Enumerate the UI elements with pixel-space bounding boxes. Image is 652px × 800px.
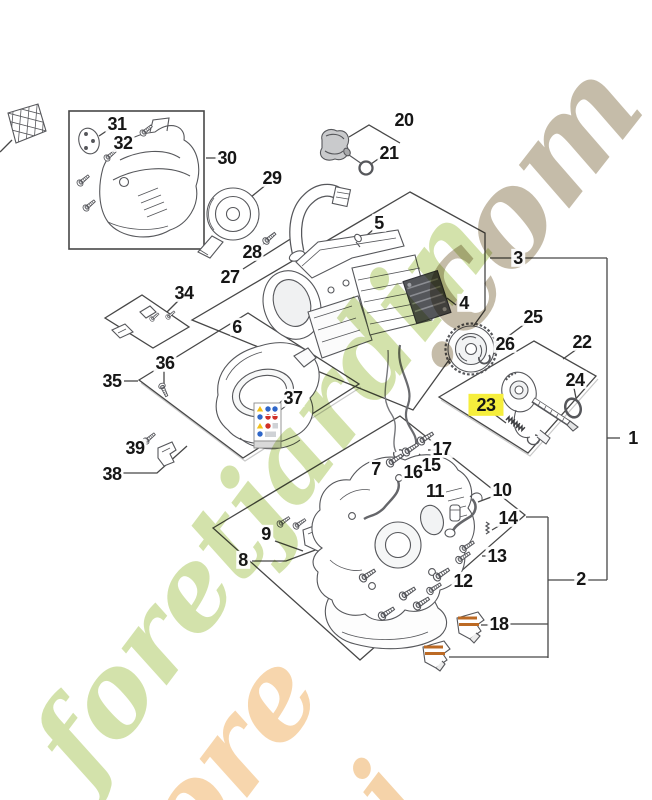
part-shroud-30 [78, 117, 200, 238]
part-carb-20 [319, 129, 374, 176]
part-callout-8: 8 [236, 549, 250, 570]
part-callout-7: 7 [369, 458, 383, 479]
leader-24 [573, 387, 577, 399]
leader-8 [252, 548, 319, 562]
part-callout-35: 35 [100, 370, 124, 391]
part-buffer-18-lower [422, 640, 451, 672]
part-illustrations [7, 103, 583, 672]
group-box-cover [137, 312, 361, 459]
part-clip-5 [354, 233, 362, 248]
part-callout-37: 37 [281, 387, 305, 408]
part-callout-36: 36 [153, 352, 177, 373]
part-callout-29: 29 [260, 167, 284, 188]
box-shadows [140, 378, 599, 462]
part-callout-30: 30 [215, 147, 239, 168]
leader-20 [348, 124, 401, 144]
inset-box-shroud [68, 110, 205, 250]
part-callout-23: 23 [468, 393, 504, 417]
part-callout-6: 6 [230, 316, 244, 337]
part-callout-25: 25 [521, 306, 545, 327]
part-levers-34 [111, 305, 157, 339]
part-lever-38 [157, 441, 177, 467]
part-callout-38: 38 [100, 463, 124, 484]
group-box-engine [190, 191, 486, 411]
part-callout-2: 2 [574, 568, 588, 589]
part-oring-21 [358, 160, 374, 176]
part-callout-9: 9 [259, 523, 273, 544]
part-callout-24: 24 [563, 369, 587, 390]
part-callout-12: 12 [451, 570, 475, 591]
leader-mesh [0, 139, 13, 153]
part-elbow-tube [288, 183, 352, 262]
part-callout-26: 26 [493, 333, 517, 354]
part-callout-4: 4 [457, 292, 471, 313]
part-callout-39: 39 [123, 437, 147, 458]
part-spring-14 [484, 521, 491, 535]
part-callout-22: 22 [570, 331, 594, 352]
part-decal-37 [253, 402, 282, 449]
part-callout-3: 3 [511, 247, 525, 268]
part-flywheel-25 [444, 322, 498, 376]
group-box-crankcase [211, 415, 527, 661]
part-callout-21: 21 [377, 142, 401, 163]
part-callout-20: 20 [392, 109, 416, 130]
part-callout-34: 34 [172, 282, 196, 303]
part-callout-17: 17 [430, 438, 454, 459]
part-springs-23 [505, 415, 526, 433]
part-filter-11 [449, 504, 461, 522]
part-oil-pump-22 [501, 371, 579, 446]
part-hose-10 [444, 492, 483, 538]
leader-4 [446, 297, 457, 306]
part-callout-28: 28 [240, 241, 264, 262]
part-callout-14: 14 [496, 507, 520, 528]
leader-38 [123, 445, 188, 474]
part-oring-24 [563, 397, 583, 419]
part-callout-27: 27 [218, 266, 242, 287]
part-mesh-screen [7, 103, 47, 144]
part-callout-1: 1 [626, 427, 640, 448]
part-fan-housing-29 [197, 187, 260, 259]
part-callout-15: 15 [419, 454, 443, 475]
leader-27 [242, 237, 293, 270]
part-callout-5: 5 [372, 212, 386, 233]
part-circlip-26 [478, 354, 491, 365]
part-callout-10: 10 [490, 479, 514, 500]
leader-9 [274, 540, 304, 552]
part-callout-31: 31 [105, 113, 129, 134]
part-callout-32: 32 [111, 132, 135, 153]
group-box-oilpump [437, 340, 598, 454]
part-engine-assembly [262, 229, 452, 459]
part-callout-16: 16 [401, 461, 425, 482]
part-callout-18: 18 [487, 613, 511, 634]
part-ignition-coil-4 [402, 269, 452, 325]
part-callout-11: 11 [423, 480, 447, 501]
group-box-levers [103, 294, 191, 349]
part-buffer-18-upper [456, 611, 485, 644]
part-callout-13: 13 [485, 545, 509, 566]
